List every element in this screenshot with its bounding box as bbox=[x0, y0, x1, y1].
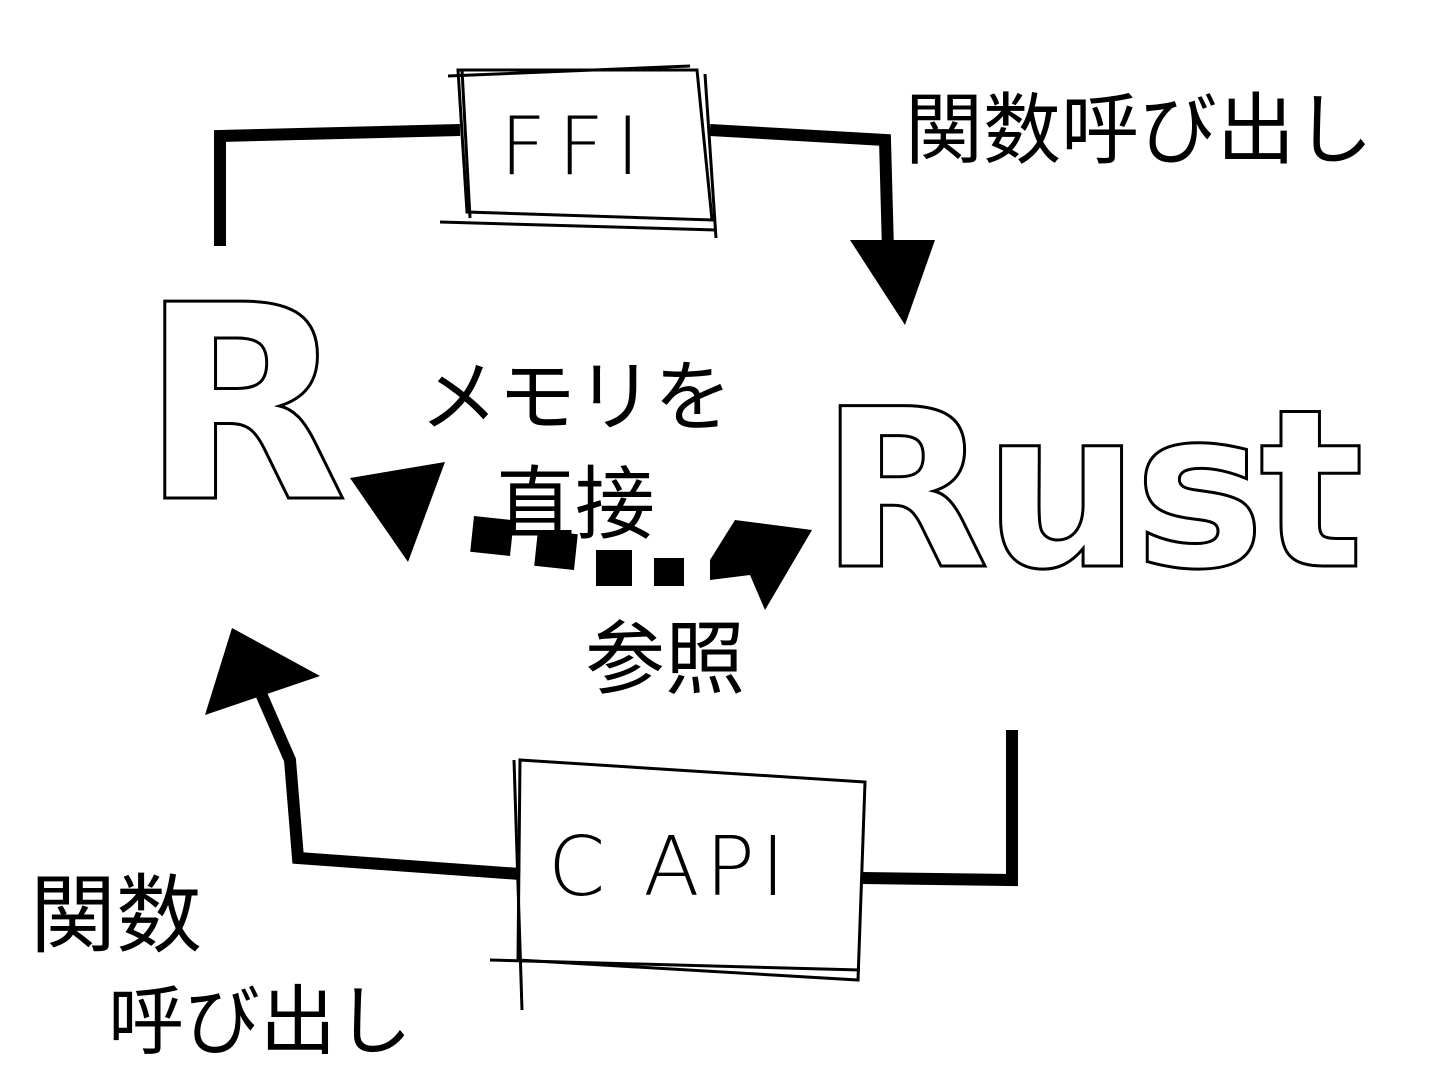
capi-edge-label-line2: 呼び出し bbox=[108, 977, 412, 1066]
ffi-arrowhead bbox=[850, 240, 935, 325]
capi-arrowhead bbox=[205, 628, 320, 715]
ffi-edge-label: 関数呼び出し bbox=[905, 86, 1374, 176]
memory-label-line1: メモリを bbox=[420, 353, 733, 443]
memory-arrowhead-right bbox=[710, 520, 812, 610]
capi-arrow bbox=[249, 677, 1018, 887]
ffi-label: FFI bbox=[500, 100, 652, 193]
capi-label: C API bbox=[548, 820, 792, 915]
rust-node: Rust bbox=[818, 362, 1365, 618]
memory-dots bbox=[470, 516, 684, 586]
capi-box bbox=[489, 758, 867, 1011]
r-node: R bbox=[139, 247, 350, 562]
ffi-arrow bbox=[214, 124, 894, 251]
memory-label-line2: 直接 bbox=[495, 458, 655, 551]
capi-edge-label-line1: 関数 bbox=[30, 866, 202, 966]
memory-arrowhead-left bbox=[350, 462, 445, 562]
memory-label-line3: 参照 bbox=[585, 613, 745, 706]
ffi-box bbox=[439, 64, 718, 239]
